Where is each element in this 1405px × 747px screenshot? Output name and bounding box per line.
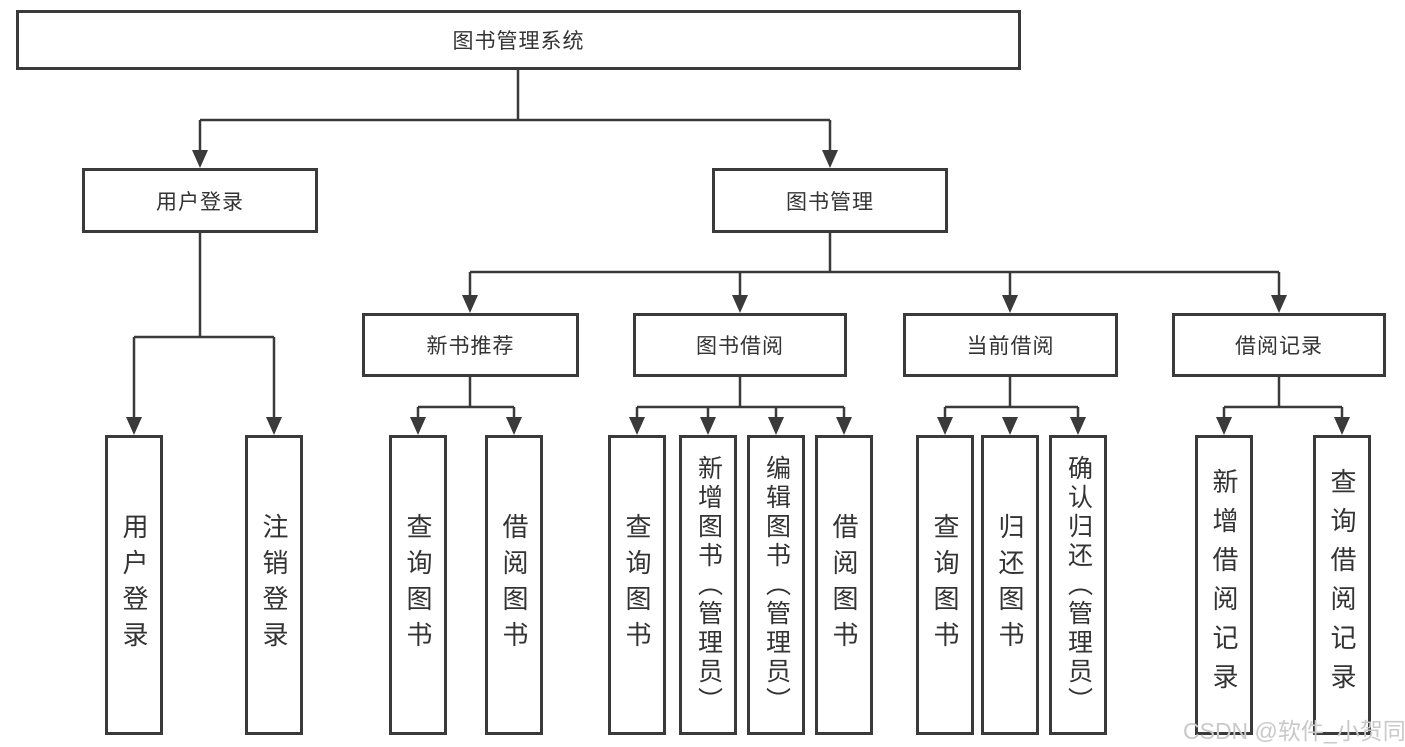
tree-edges [132, 69, 1344, 421]
leaf-borrow-books-recommend: 借阅图书 [485, 435, 543, 735]
leaf-logout-label: 注销登录 [259, 513, 289, 657]
node-root-label: 图书管理系统 [452, 30, 585, 53]
leaf-edit-book-admin: 编辑图书（管理员） [747, 435, 805, 735]
leaf-confirm-return-admin: 确认归还（管理员） [1049, 435, 1107, 735]
leaf-query-books-recommend-label: 查询图书 [403, 513, 433, 657]
node-root: 图书管理系统 [16, 10, 1021, 70]
leaf-query-borrow-record: 查询借阅记录 [1313, 435, 1371, 735]
node-book-management-label: 图书管理 [786, 190, 874, 214]
leaf-user-login: 用户登录 [105, 435, 163, 735]
leaf-borrow-books-recommend-label: 借阅图书 [499, 513, 529, 657]
leaf-query-books-borrow-label: 查询图书 [622, 513, 652, 657]
leaf-add-borrow-record: 新增借阅记录 [1195, 435, 1253, 735]
node-current-borrowing-label: 当前借阅 [966, 335, 1055, 358]
leaf-return-books: 归还图书 [981, 435, 1039, 735]
leaf-query-books-current: 查询图书 [916, 435, 974, 735]
leaf-query-books-borrow: 查询图书 [608, 435, 666, 735]
node-current-borrowing: 当前借阅 [903, 313, 1118, 377]
node-new-book-recommend-label: 新书推荐 [426, 335, 515, 358]
leaf-query-books-recommend: 查询图书 [389, 435, 447, 735]
leaf-query-books-current-label: 查询图书 [930, 513, 960, 657]
leaf-add-book-admin: 新增图书（管理员） [679, 435, 737, 735]
node-book-management: 图书管理 [712, 168, 948, 233]
node-borrowing-records-label: 借阅记录 [1235, 335, 1323, 358]
node-borrowing-records: 借阅记录 [1172, 313, 1386, 377]
node-book-borrowing: 图书借阅 [633, 313, 847, 377]
node-new-book-recommend: 新书推荐 [362, 313, 579, 377]
leaf-borrow-books-label: 借阅图书 [829, 513, 859, 657]
leaf-user-login-label: 用户登录 [119, 513, 149, 657]
node-user-login: 用户登录 [82, 168, 318, 233]
leaf-add-book-admin-label: 新增图书（管理员） [694, 454, 723, 716]
leaf-logout: 注销登录 [245, 435, 303, 735]
leaf-edit-book-admin-label: 编辑图书（管理员） [762, 454, 791, 716]
leaf-confirm-return-admin-label: 确认归还（管理员） [1064, 454, 1093, 716]
leaf-query-borrow-record-label: 查询借阅记录 [1327, 468, 1357, 702]
leaf-return-books-label: 归还图书 [995, 513, 1025, 657]
leaf-borrow-books: 借阅图书 [815, 435, 873, 735]
node-book-borrowing-label: 图书借阅 [696, 335, 784, 358]
watermark-text: CSDN @软件_小贺同学 [1183, 718, 1405, 744]
node-user-login-label: 用户登录 [156, 190, 244, 214]
leaf-add-borrow-record-label: 新增借阅记录 [1209, 468, 1239, 702]
